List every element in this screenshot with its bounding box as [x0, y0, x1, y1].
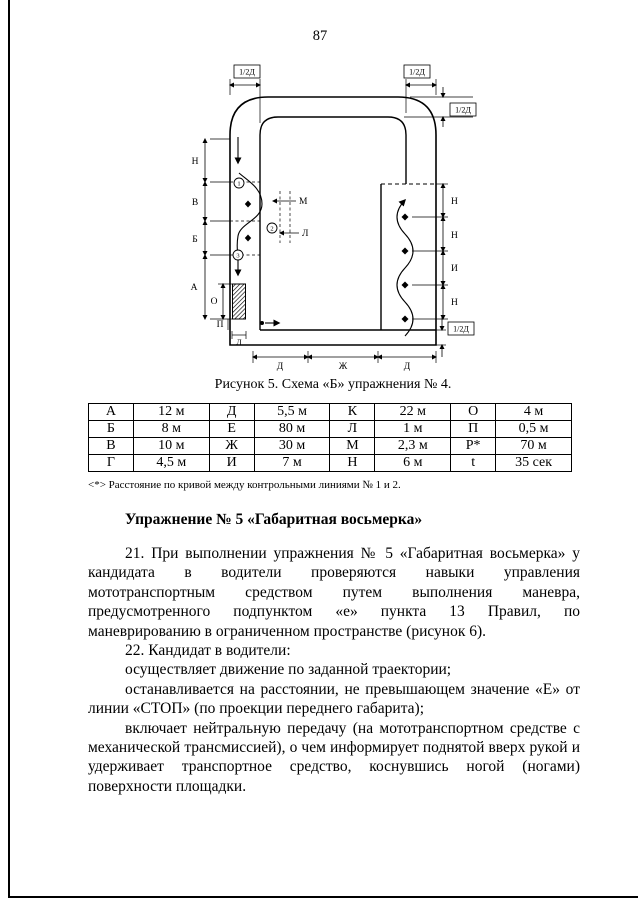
cone-icon: [244, 200, 252, 208]
label-bottom-d-left: Д: [277, 362, 284, 372]
table-cell: Ж: [208, 437, 255, 455]
label-right-n2: Н: [451, 231, 458, 241]
trajectory: [234, 137, 414, 337]
figure-caption: Рисунок 5. Схема «Б» упражнения № 4.: [214, 377, 452, 392]
table-cell: 80 м: [253, 420, 331, 438]
dimension-labels: Н В Б А О П М Л Л Д Ж Д Н Н И Н: [191, 157, 458, 372]
table-cell: К: [329, 403, 376, 421]
cone-icon: [401, 315, 409, 323]
right-dimensions: [412, 182, 448, 321]
label-left-v: В: [192, 198, 198, 208]
table-cell: Д: [208, 403, 255, 421]
label-left-b: Б: [192, 235, 197, 245]
table-cell: 7 м: [253, 454, 331, 472]
table-cell: Н: [329, 454, 376, 472]
table-cell: 5,5 м: [253, 403, 331, 421]
cone-icon: [401, 281, 409, 289]
table-cell: М: [329, 437, 376, 455]
control-point-1-label: 1: [237, 181, 240, 188]
table-cell: Е: [208, 420, 255, 438]
table-row: Б 8 м Е 80 м Л 1 м П 0,5 м: [88, 420, 572, 438]
label-right-n3: Н: [451, 298, 458, 308]
table-cell: 30 м: [253, 437, 331, 455]
start-box: [232, 283, 246, 320]
label-bottom-l: Л: [236, 338, 242, 347]
table-cell: Г: [88, 454, 134, 472]
paragraph-21: 21. При выполнении упражнения № 5 «Габар…: [88, 545, 580, 640]
paragraph-22: 22. Кандидат в водители:: [125, 642, 291, 660]
table-cell: А: [88, 403, 134, 421]
table-cell: Л: [329, 420, 376, 438]
table-cell: В: [88, 437, 134, 455]
control-point-1-circle: [233, 177, 245, 189]
table-cell: 70 м: [495, 437, 572, 455]
table-footnote: <*> Расстояние по кривой между контрольн…: [88, 479, 401, 491]
table-cell: 12 м: [132, 403, 210, 421]
paragraph-22-item-1: осуществляет движение по заданной траект…: [125, 661, 452, 679]
table-cell: 4,5 м: [132, 454, 210, 472]
table-cell: И: [208, 454, 255, 472]
top-dimensions: [228, 79, 473, 127]
label-mid-l: Л: [302, 229, 309, 239]
cone-icon: [244, 234, 252, 242]
page-number: 87: [312, 28, 328, 44]
bottom-dimensions: [251, 351, 438, 363]
table-cell: 10 м: [132, 437, 210, 455]
table-cell: 8 м: [132, 420, 210, 438]
control-points: 1 2 3: [232, 177, 278, 261]
label-half-d-top-left: 1/2Д: [239, 68, 255, 77]
table-cell: 4 м: [495, 403, 572, 421]
label-bottom-d-right: Д: [404, 362, 411, 372]
table-cell: 22 м: [374, 403, 452, 421]
control-point-2-label: 2: [270, 226, 273, 233]
table-cell: 35 сек: [495, 454, 572, 472]
label-right-i: И: [451, 264, 458, 274]
table-row: А 12 м Д 5,5 м К 22 м О 4 м: [88, 403, 572, 421]
cones: [244, 200, 409, 323]
dimensions-table: А 12 м Д 5,5 м К 22 м О 4 м Б 8 м Е 80 м…: [88, 403, 572, 472]
table-cell: 1 м: [374, 420, 452, 438]
label-half-d-top-right: 1/2Д: [409, 68, 425, 77]
label-bottom-zh: Ж: [339, 362, 348, 372]
track-outer-boundary: [229, 96, 437, 346]
label-left-o: О: [211, 297, 218, 307]
cone-icon: [401, 213, 409, 221]
left-serpentine-path: [234, 172, 263, 277]
cone-icon: [401, 247, 409, 255]
track-boundaries: [229, 96, 437, 346]
control-point-2-circle: [266, 222, 278, 234]
table-cell: П: [450, 420, 497, 438]
table-cell: Р*: [450, 437, 497, 455]
table-cell: О: [450, 403, 497, 421]
scheme-b-diagram: 1 2 3 1/2Д 1/2Д 1/2Д 1/2Д Н В Б А: [191, 64, 477, 372]
half-d-labels: 1/2Д 1/2Д 1/2Д 1/2Д: [233, 64, 477, 336]
control-point-3-label: 3: [236, 253, 239, 260]
bottom-right-dimension: [436, 316, 446, 357]
table-cell: 2,3 м: [374, 437, 452, 455]
control-point-3-circle: [232, 249, 244, 261]
label-right-n1: Н: [451, 197, 458, 207]
start-point-dot: [260, 321, 264, 325]
left-dimensions: [202, 137, 247, 339]
table-cell: Б: [88, 420, 134, 438]
label-left-a: А: [191, 283, 198, 293]
label-half-d-right: 1/2Д: [455, 106, 471, 115]
figure-scheme-b: 1 2 3 1/2Д 1/2Д 1/2Д 1/2Д Н В Б А: [0, 57, 640, 393]
label-mid-m: М: [299, 197, 308, 207]
label-left-n: Н: [192, 157, 199, 167]
label-half-d-bottom-right: 1/2Д: [453, 325, 469, 334]
table-row: Г 4,5 м И 7 м Н 6 м t 35 сек: [88, 454, 572, 472]
middle-markers: [271, 191, 299, 243]
page-content: А 12 м Д 5,5 м К 22 м О 4 м Б 8 м Е 80 м…: [88, 403, 580, 796]
table-cell: 0,5 м: [495, 420, 572, 438]
right-serpentine-path: [396, 198, 414, 337]
table-row: В 10 м Ж 30 м М 2,3 м Р* 70 м: [88, 437, 572, 455]
paragraph-22-item-2: останавливается на расстоянии, не превыш…: [88, 680, 580, 718]
track-inner-boundary: [259, 116, 407, 330]
table-cell: t: [450, 454, 497, 472]
paragraph-22-item-3: включает нейтральную передачу (на мототр…: [88, 719, 580, 795]
exercise-heading: Упражнение № 5 «Габаритная восьмерка»: [125, 511, 423, 528]
label-left-p: П: [217, 320, 224, 330]
table-cell: 6 м: [374, 454, 452, 472]
